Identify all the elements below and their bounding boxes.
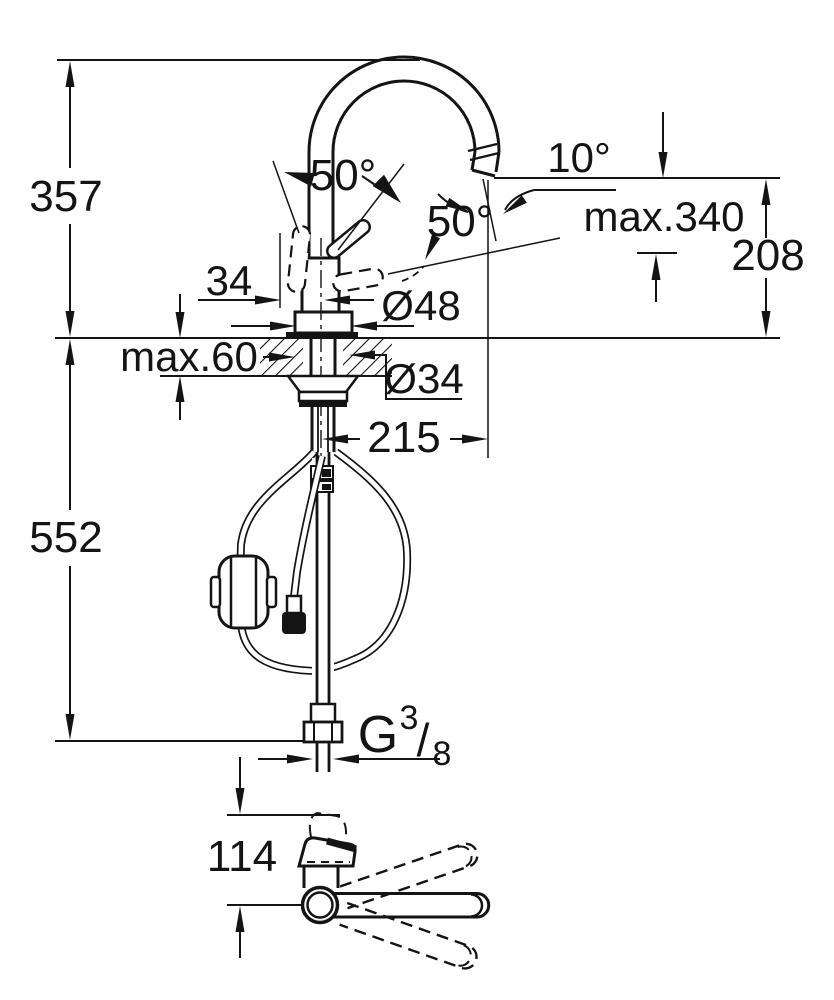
dim-34-label: 34 xyxy=(206,257,253,304)
dim-357-label: 357 xyxy=(29,172,102,221)
spout-arm-dashed-up xyxy=(339,842,479,910)
thread-numerator-label: 3 xyxy=(400,699,419,737)
thread-letter-label: G xyxy=(358,706,398,764)
thread-slash-label: / xyxy=(417,714,430,766)
dim-552-label: 552 xyxy=(29,513,102,562)
dim-dia34-label: Ø34 xyxy=(384,355,463,402)
thread-denominator-label: 8 xyxy=(433,735,452,773)
spray-hose xyxy=(282,455,326,634)
handle-dashed-horizontal xyxy=(332,267,384,293)
counterweight xyxy=(209,554,278,630)
faucet-spout xyxy=(307,55,501,178)
dim-208-label: 208 xyxy=(731,231,804,280)
base-plate xyxy=(286,332,358,339)
mounting-hardware xyxy=(285,339,361,452)
angle-50-left-label: 50° xyxy=(310,151,377,200)
handle-solid-fill xyxy=(328,221,369,257)
dim-max340-label: max.340 xyxy=(583,193,744,240)
reference-lines xyxy=(55,59,780,742)
thread-connector xyxy=(302,702,344,772)
dimension-annotations xyxy=(65,61,771,958)
spout-arm-dashed-down xyxy=(339,901,478,970)
dim-max60-label: max.60 xyxy=(120,333,258,380)
hose-connector xyxy=(285,594,303,615)
supply-pipe xyxy=(310,452,334,772)
angle-10-label: 10° xyxy=(547,134,611,181)
hose-connector-knurl xyxy=(282,612,306,634)
body-ring-inner xyxy=(306,891,334,919)
top-view xyxy=(227,811,491,970)
dimension-labels: 357 552 max.60 34 Ø48 Ø34 215 50° 50° 10… xyxy=(29,134,804,881)
angle-50-right-label: 50° xyxy=(427,197,494,246)
dim-dia48-label: Ø48 xyxy=(381,282,460,329)
handle-top-view xyxy=(297,811,357,888)
dim-215-label: 215 xyxy=(367,413,440,462)
dim-114-label: 114 xyxy=(207,832,277,881)
